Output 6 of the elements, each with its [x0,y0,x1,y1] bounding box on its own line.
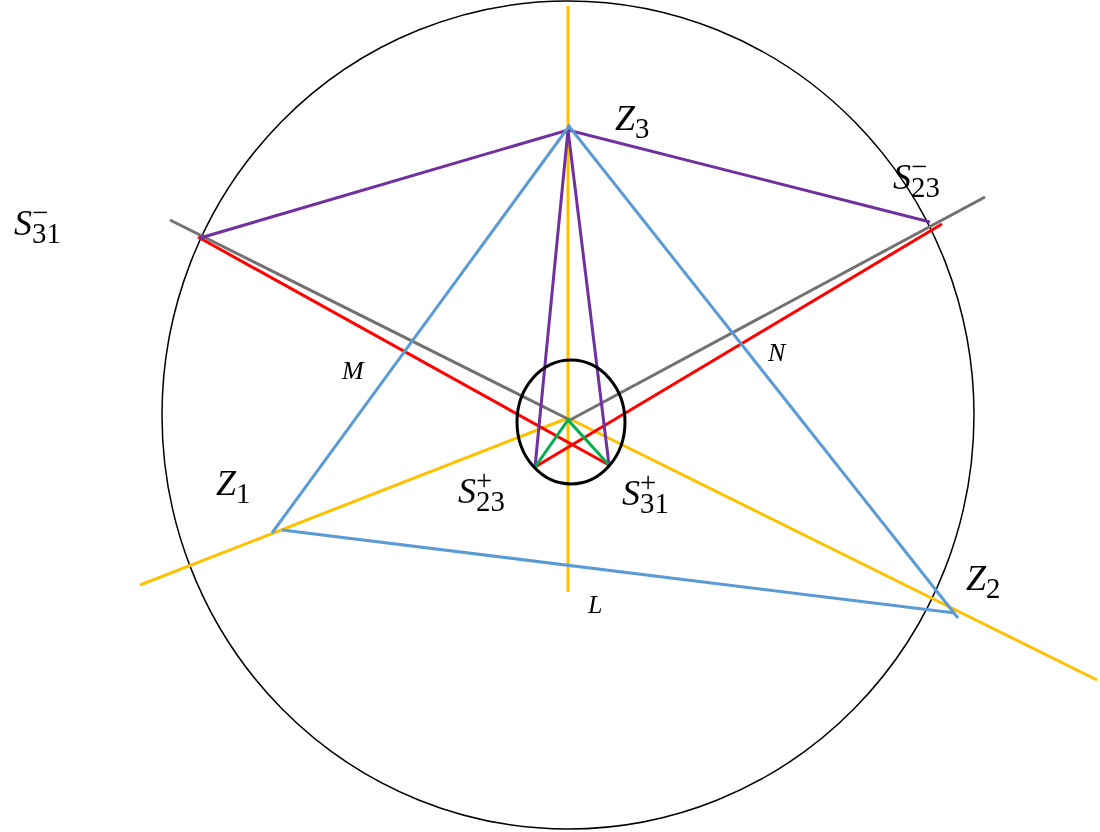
line-label: L [588,592,603,618]
line-label: M [342,358,364,384]
point-label: Z$_{1}$ [216,465,251,508]
line-label: N [768,340,786,366]
point-label: Z$_{2}$ [966,560,1001,603]
point-label: Z$_{3}$ [615,100,650,143]
